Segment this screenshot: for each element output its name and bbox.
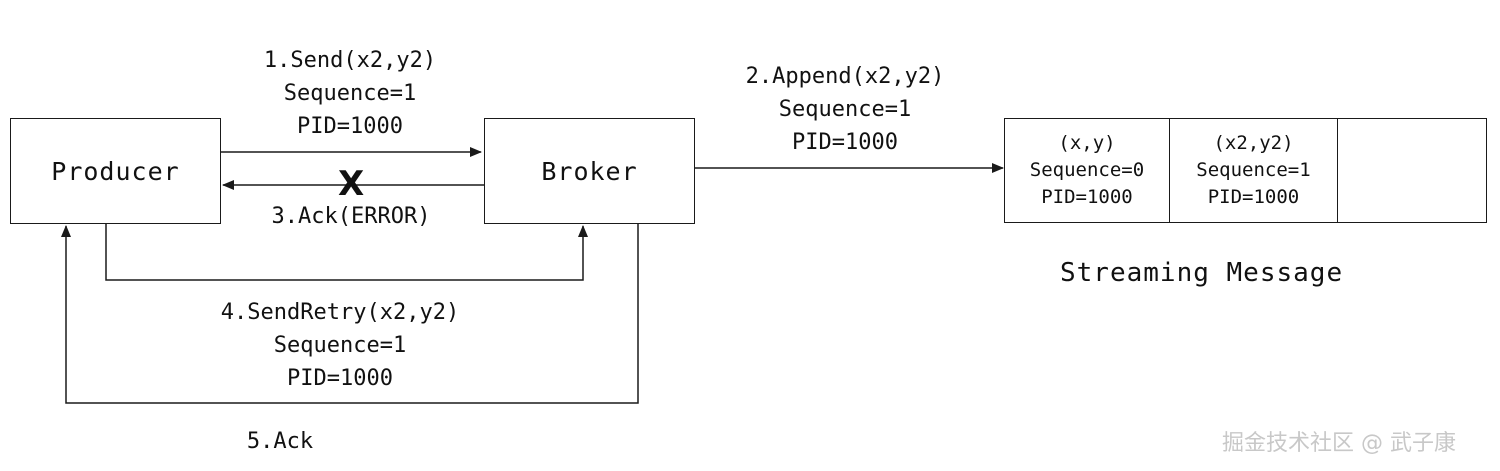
producer-node: Producer: [10, 118, 221, 224]
stream-cell: (x,y) Sequence=0 PID=1000: [1005, 118, 1170, 223]
send-title: 1.Send(x2,y2): [263, 48, 437, 73]
stream-cell-sequence: Sequence=1: [1196, 159, 1311, 181]
send-retry-arrow: [105, 224, 588, 281]
broker-node: Broker: [484, 118, 695, 224]
failure-x-mark: X: [338, 164, 365, 204]
stream-cell-msg: (x2,y2): [1213, 132, 1294, 154]
append-sequence: Sequence=1: [778, 97, 912, 122]
stream-cell-empty: [1338, 118, 1486, 223]
send-label: 1.Send(x2,y2) Sequence=1 PID=1000: [220, 44, 480, 143]
append-title: 2.Append(x2,y2): [745, 64, 945, 89]
broker-label: Broker: [541, 156, 638, 186]
stream-cell-pid: PID=1000: [1207, 186, 1300, 208]
send-retry-pid: PID=1000: [287, 366, 393, 391]
ack-error-title: 3.Ack(ERROR): [271, 204, 431, 229]
ack-title: 5.Ack: [246, 429, 314, 454]
ack-label: 5.Ack: [200, 425, 360, 458]
stream-cell-sequence: Sequence=0: [1029, 159, 1145, 181]
streaming-message-title: Streaming Message: [1060, 258, 1344, 288]
send-retry-sequence: Sequence=1: [273, 333, 407, 358]
send-pid: PID=1000: [297, 114, 403, 139]
send-sequence: Sequence=1: [283, 81, 417, 106]
final-ack-arrow: [61, 224, 639, 404]
producer-label: Producer: [51, 156, 180, 186]
send-retry-label: 4.SendRetry(x2,y2) Sequence=1 PID=1000: [170, 296, 510, 395]
stream-cell-msg: (x,y): [1058, 132, 1116, 154]
append-label: 2.Append(x2,y2) Sequence=1 PID=1000: [700, 60, 990, 159]
streaming-message-log: [1004, 118, 1487, 223]
watermark: 掘金技术社区 @ 武子康: [1222, 431, 1456, 456]
stream-cell: (x2,y2) Sequence=1 PID=1000: [1170, 118, 1338, 223]
append-pid: PID=1000: [792, 130, 898, 155]
ack-error-label: 3.Ack(ERROR): [220, 200, 482, 233]
send-retry-title: 4.SendRetry(x2,y2): [220, 300, 460, 325]
stream-cell-pid: PID=1000: [1041, 186, 1133, 208]
